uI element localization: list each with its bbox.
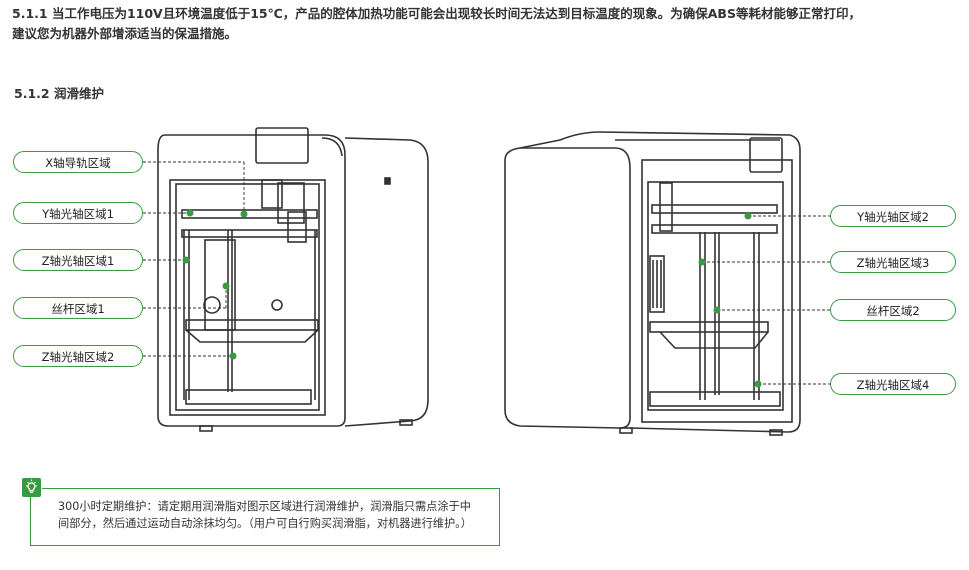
- label-x-rail-area: X轴导轨区域: [13, 151, 143, 173]
- label-y-rod-area-1: Y轴光轴区域1: [13, 202, 143, 224]
- label-z-rod-area-2: Z轴光轴区域2: [13, 345, 143, 367]
- tip-line-1: 300小时定期维护：请定期用润滑脂对图示区域进行润滑维护，润滑脂只需点涂于中: [58, 500, 471, 513]
- printer-illustrations: [143, 127, 830, 436]
- label-leadscrew-area-1: 丝杆区域1: [13, 297, 143, 319]
- lightbulb-icon: [22, 478, 41, 497]
- intro-line-2: 建议您为机器外部增添适当的保温措施。: [12, 26, 238, 41]
- label-leadscrew-area-2: 丝杆区域2: [830, 299, 956, 321]
- printer-left-drawing: [157, 127, 429, 432]
- lubrication-points: [182, 209, 762, 388]
- section-heading: 5.1.2 润滑维护: [14, 86, 104, 101]
- leader-lines-left: [143, 161, 245, 357]
- tip-box: [30, 488, 500, 546]
- label-z-rod-area-3: Z轴光轴区域3: [830, 251, 956, 273]
- tip-text: 300小时定期维护：请定期用润滑脂对图示区域进行润滑维护，润滑脂只需点涂于中 间…: [58, 498, 528, 532]
- leader-lines-right: [702, 215, 830, 385]
- intro-line-1: 5.1.1 当工作电压为110V且环境温度低于15℃，产品的腔体加热功能可能会出…: [12, 6, 861, 21]
- label-y-rod-area-2: Y轴光轴区域2: [830, 205, 956, 227]
- label-z-rod-area-4: Z轴光轴区域4: [830, 373, 956, 395]
- printer-right-drawing: [504, 131, 801, 436]
- label-z-rod-area-1: Z轴光轴区域1: [13, 249, 143, 271]
- intro-paragraph: 5.1.1 当工作电压为110V且环境温度低于15℃，产品的腔体加热功能可能会出…: [12, 4, 962, 44]
- tip-line-2: 间部分，然后通过运动自动涂抹均匀。（用户可自行购买润滑脂，对机器进行维护。）: [58, 517, 472, 530]
